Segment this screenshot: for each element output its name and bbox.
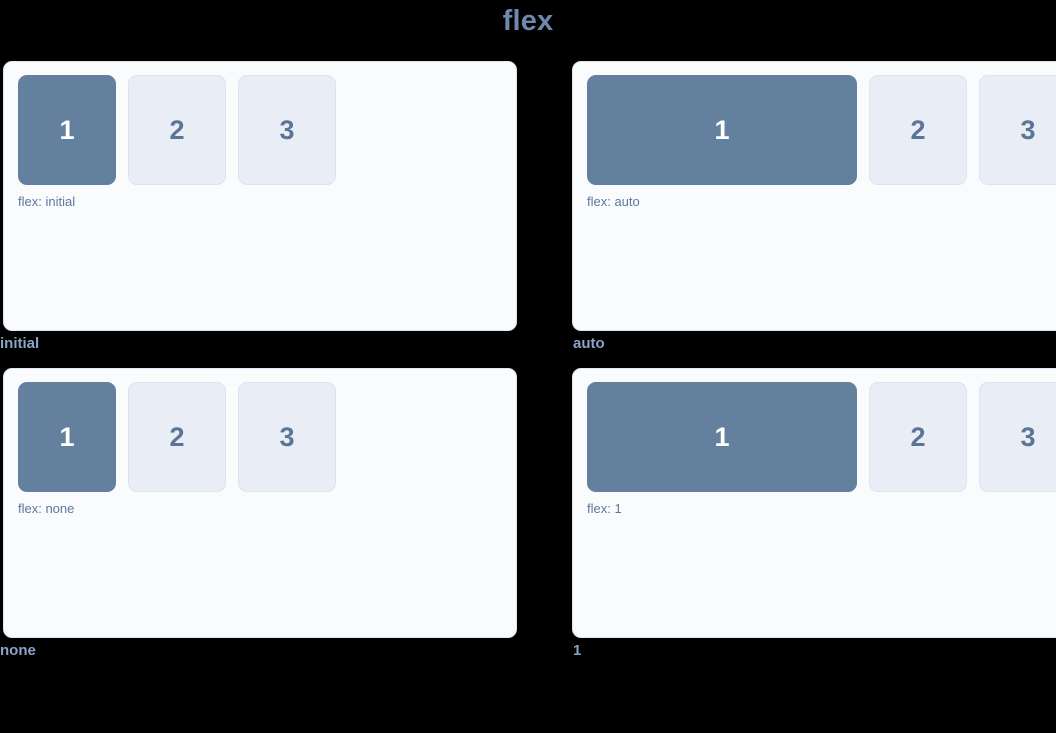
flex-item-label: 1 [714, 421, 730, 452]
demo-cell-auto: 1 2 3 flex: auto auto [536, 61, 1056, 353]
flex-item-2[interactable]: 2 [128, 75, 226, 185]
flex-item-1[interactable]: 1 [587, 75, 857, 185]
flex-caption: flex: none [18, 501, 75, 516]
flex-item-3[interactable]: 3 [238, 75, 336, 185]
flex-row-initial: 1 2 3 [18, 75, 502, 185]
flex-row-none: 1 2 3 [18, 382, 502, 492]
demo-label-initial: initial [0, 335, 40, 352]
flex-item-label: 2 [169, 114, 185, 145]
flex-caption: flex: initial [18, 194, 76, 209]
flex-item-3[interactable]: 3 [979, 382, 1056, 492]
flex-item-3[interactable]: 3 [979, 75, 1056, 185]
flex-item-label: 1 [59, 114, 75, 145]
flex-caption: flex: auto [587, 194, 640, 209]
flex-container-none: 1 2 3 flex: none [3, 368, 517, 638]
flex-item-2[interactable]: 2 [869, 382, 967, 492]
flex-item-label: 3 [279, 421, 295, 452]
flex-item-1[interactable]: 1 [18, 75, 116, 185]
demo-grid: 1 2 3 flex: initial initial 1 2 [0, 61, 1056, 660]
demo-label-none: none [0, 642, 36, 659]
demo-label-auto: auto [573, 335, 605, 352]
flex-item-label: 3 [1020, 421, 1036, 452]
flex-row-auto: 1 2 3 [587, 75, 1056, 185]
flex-item-2[interactable]: 2 [128, 382, 226, 492]
demo-label-one: 1 [573, 642, 582, 659]
flex-item-1[interactable]: 1 [587, 382, 857, 492]
flex-caption: flex: 1 [587, 501, 622, 516]
flex-item-1[interactable]: 1 [18, 382, 116, 492]
demo-cell-initial: 1 2 3 flex: initial initial [0, 61, 520, 353]
flex-item-label: 1 [714, 114, 730, 145]
flex-container-initial: 1 2 3 flex: initial [3, 61, 517, 331]
demo-cell-none: 1 2 3 flex: none none [0, 368, 520, 660]
flex-container-auto: 1 2 3 flex: auto [572, 61, 1056, 331]
flex-item-label: 2 [169, 421, 185, 452]
flex-row-one: 1 2 3 [587, 382, 1056, 492]
flex-item-label: 1 [59, 421, 75, 452]
flex-item-3[interactable]: 3 [238, 382, 336, 492]
flex-item-label: 2 [910, 421, 926, 452]
flex-item-label: 3 [1020, 114, 1036, 145]
flex-item-label: 3 [279, 114, 295, 145]
page-title: flex [502, 5, 554, 37]
flex-item-label: 2 [910, 114, 926, 145]
demo-cell-one: 1 2 3 flex: 1 1 [536, 368, 1056, 660]
flex-container-one: 1 2 3 flex: 1 [572, 368, 1056, 638]
flex-item-2[interactable]: 2 [869, 75, 967, 185]
